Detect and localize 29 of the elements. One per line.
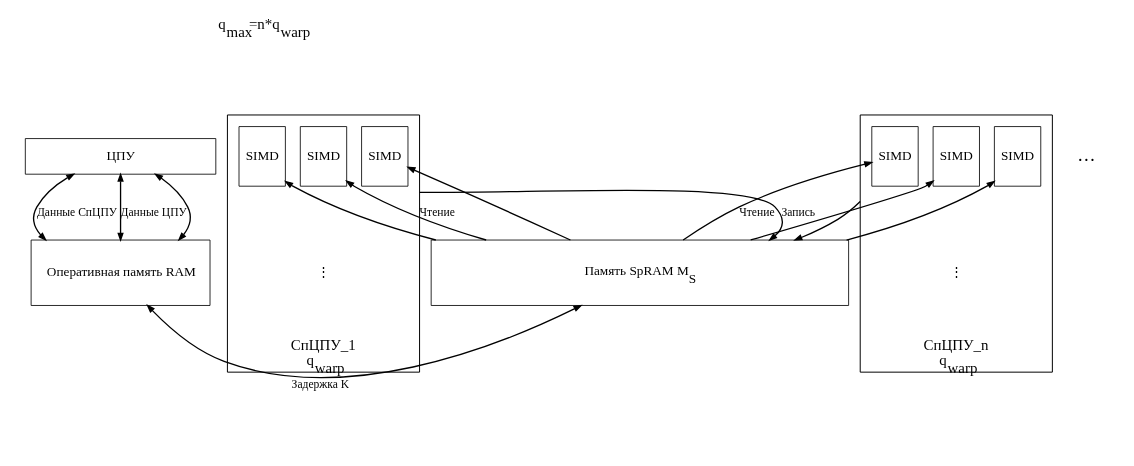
label: ⋮: [316, 263, 330, 279]
arrow: [153, 173, 191, 242]
label: …: [1077, 145, 1096, 166]
edge-label: Чтение: [739, 206, 775, 220]
edge-label: Задержка K: [291, 378, 350, 392]
node-box: SIMD: [361, 126, 409, 187]
arrow: [845, 180, 996, 241]
arrow: [682, 161, 874, 241]
arrow: [793, 200, 861, 241]
label: ⋮: [949, 263, 963, 279]
edge-label: Чтение: [419, 206, 455, 220]
edge-label: Данные ЦПУ: [120, 206, 187, 220]
node-box: SIMD: [932, 126, 980, 187]
arrow: [406, 166, 572, 241]
arrow: [146, 304, 583, 379]
arrow: [345, 180, 487, 241]
edge-label: Запись: [781, 206, 816, 220]
node-box: SIMD: [238, 126, 286, 187]
arrow: [32, 173, 76, 242]
node-box: Оперативная память RAM: [30, 239, 211, 306]
arrow: [418, 189, 783, 242]
node-box: SIMD: [299, 126, 348, 187]
node-box: SIMD: [871, 126, 919, 187]
arrow: [750, 180, 935, 241]
node-box: SIMD: [993, 126, 1042, 187]
arrow: [117, 172, 124, 242]
edge-label: Данные СпЦПУ: [36, 206, 117, 220]
node-box: ЦПУ: [24, 138, 217, 175]
arrow: [284, 180, 437, 241]
